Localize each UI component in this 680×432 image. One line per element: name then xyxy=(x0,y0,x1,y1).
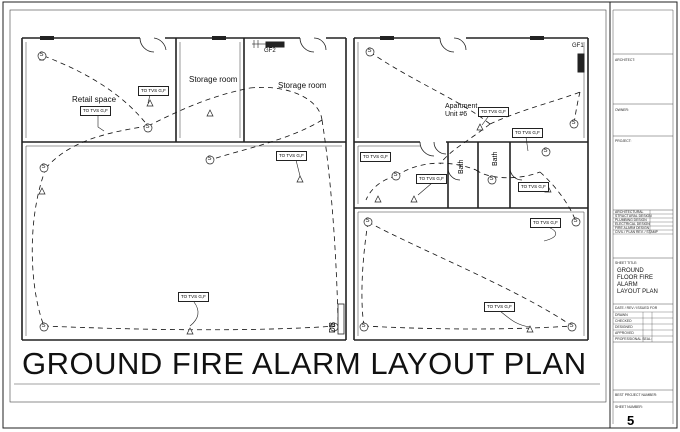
tag-apartment-1: TO TVS G,F xyxy=(478,107,509,117)
smoke-detector-2 xyxy=(143,123,153,133)
sheet-title-line: ALARM xyxy=(617,282,638,288)
detector-letter: S xyxy=(207,156,212,162)
smoke-detector-4 xyxy=(39,163,49,173)
sheet-title-line: LAYOUT PLAN xyxy=(617,289,658,295)
architect-label: ARCHITECT: xyxy=(615,58,635,62)
detector-letter: S xyxy=(367,48,372,54)
rev-row: ARCHITECTURAL xyxy=(615,210,644,214)
tag-lower-unit-1: TO TVS G,F xyxy=(530,218,561,228)
wall-inner-lines xyxy=(25,42,585,336)
detector-letter: S xyxy=(39,52,44,58)
drawing-border xyxy=(9,9,607,403)
detector-letter: S xyxy=(365,218,370,224)
rev-row: STRUCTURAL DESIGN xyxy=(615,214,652,218)
apartment-line-2: Unit #6 xyxy=(445,111,468,118)
room-label-bath-2: Bath xyxy=(492,151,499,166)
sheet-title-line: GROUND xyxy=(617,268,644,274)
sheet-number: 5 xyxy=(627,413,635,428)
rev-row: CIVIL / PLAN REV. / STAMP xyxy=(615,230,658,234)
tag-main-hall-1: TO TVS G,F xyxy=(276,151,307,161)
rev-row: PLUMBING DESIGN xyxy=(615,218,647,222)
heat-detector-arrows xyxy=(38,99,552,335)
title-block-frame xyxy=(609,1,678,429)
smoke-detector-9 xyxy=(391,171,401,181)
room-label-storage-2: Storage room xyxy=(278,81,327,90)
apartment-line-1: Apartment xyxy=(445,103,478,110)
tag-bedroom-2: TO TVS G,F xyxy=(416,174,447,184)
tag-bedroom-1: TO TVS G,F xyxy=(360,152,391,162)
room-label-bath-1: Bath xyxy=(458,159,465,174)
project-number-label: BEST PROJECT NUMBER: xyxy=(615,393,658,397)
panel-label-gf2: GF2 xyxy=(264,48,276,54)
detector-letter: S xyxy=(393,172,398,178)
smoke-detector-12 xyxy=(363,217,373,227)
smoke-detectors xyxy=(37,47,581,332)
room-label-storage-1: Storage room xyxy=(189,75,238,84)
info-row: DATE / REV / ISSUED FOR xyxy=(615,306,658,310)
tag-apartment-2: TO TVS G,F xyxy=(512,128,543,138)
sheet-title-line: FLOOR FIRE xyxy=(617,275,654,281)
rev-row: ELECTRICAL DESIGN xyxy=(615,222,650,226)
smoke-detector-1 xyxy=(37,51,47,61)
smoke-detector-11 xyxy=(541,147,551,157)
walls xyxy=(21,37,589,341)
detector-letter: S xyxy=(543,148,548,154)
db-label: DB xyxy=(328,321,337,333)
detector-letter: S xyxy=(569,323,574,329)
info-row: DRAWN xyxy=(615,313,628,317)
tag-bedroom-3: TO TVS G,F xyxy=(518,182,549,192)
detector-letter: S xyxy=(489,176,494,182)
tag-lower-unit-2: TO TVS G,F xyxy=(484,302,515,312)
smoke-detector-10 xyxy=(487,175,497,185)
smoke-detector-5 xyxy=(39,322,49,332)
tag-retail-1: TO TVS G,F xyxy=(138,86,169,96)
smoke-detector-3 xyxy=(205,155,215,165)
sheet-title: GROUND FLOOR FIRE ALARM LAYOUT PLAN xyxy=(617,268,658,296)
detector-letter: S xyxy=(361,323,366,329)
panel-bus xyxy=(252,40,266,48)
sheet-number-label: SHEET NUMBER: xyxy=(615,405,643,409)
tag-retail-2: TO TVS G,F xyxy=(80,106,111,116)
info-row: CHECKED xyxy=(615,319,632,323)
detector-letter: S xyxy=(145,124,150,130)
info-row: APPROVED xyxy=(615,331,634,335)
smoke-detector-8 xyxy=(569,119,579,129)
drawing-title: GROUND FIRE ALARM LAYOUT PLAN xyxy=(22,346,587,381)
detector-letter: S xyxy=(41,323,46,329)
distribution-board xyxy=(337,303,345,335)
detector-letter: S xyxy=(41,164,46,170)
info-row: DESIGNED xyxy=(615,325,633,329)
panel-label-gf1: GF1 xyxy=(572,43,584,49)
sheet-title-label: SHEET TITLE: xyxy=(615,261,638,265)
alarm-wiring xyxy=(31,51,581,331)
tag-main-hall-2: TO TVS G,F xyxy=(178,292,209,302)
seal-label: PROFESSIONAL SEAL: xyxy=(615,337,652,341)
tag-leaders xyxy=(97,94,557,328)
alarm-panels xyxy=(265,41,585,73)
owner-label: OWNER: xyxy=(615,108,629,112)
smoke-detector-15 xyxy=(567,322,577,332)
windows xyxy=(40,36,544,40)
room-label-apartment: Apartment Unit #6 xyxy=(445,103,477,119)
smoke-detector-14 xyxy=(359,322,369,332)
room-label-retail: Retail space xyxy=(72,95,117,104)
detector-letter: S xyxy=(571,120,576,126)
door-swings xyxy=(139,37,523,181)
smoke-detector-7 xyxy=(365,47,375,57)
rev-row: FIRE ALARM DESIGN xyxy=(615,226,650,230)
detector-letter: S xyxy=(331,323,336,329)
project-label: PROJECT: xyxy=(615,139,632,143)
detector-letter: S xyxy=(573,218,578,224)
smoke-detector-13 xyxy=(571,217,581,227)
